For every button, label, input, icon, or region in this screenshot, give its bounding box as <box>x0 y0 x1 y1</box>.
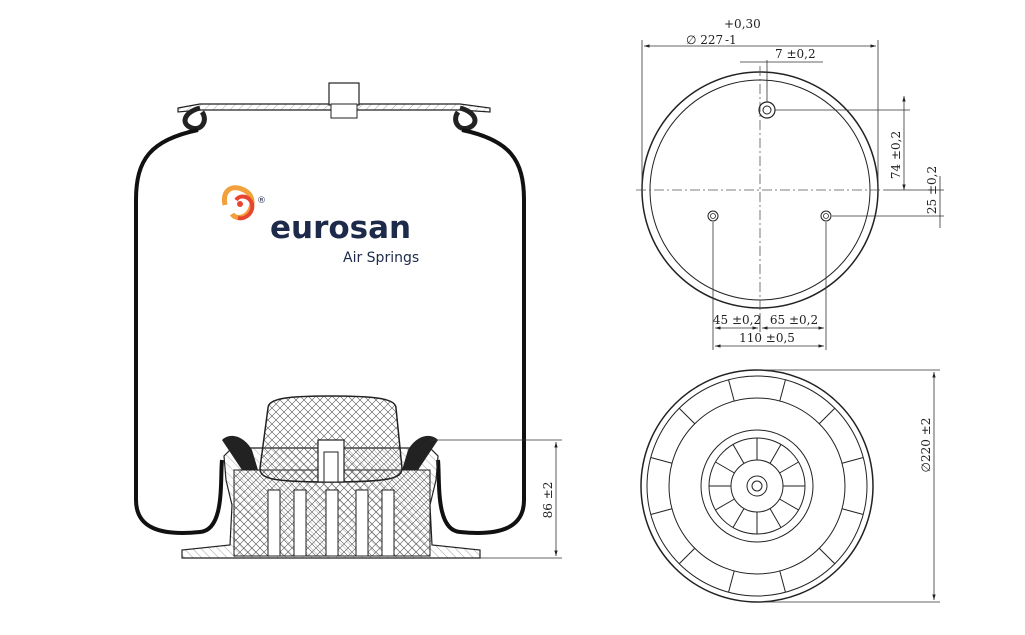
top-view: ∅ 227 +0,30 -1 7 ±0,2 74 ±0,2 25 ±0,2 45… <box>636 17 944 350</box>
top-diameter: 227 <box>700 33 723 47</box>
rib-line <box>715 461 735 474</box>
stud-hole <box>758 101 776 119</box>
rib-line <box>715 498 735 511</box>
rib-line <box>678 547 696 565</box>
brand-name: eurosan <box>270 210 411 246</box>
stud-radial-dimension: 74 ±0,2 <box>889 131 903 179</box>
bolt-radial-dimension: 25 ±0,2 <box>925 166 939 214</box>
height-dimension: 86 ±2 <box>541 482 555 519</box>
bolt-spacing-dimension: 110 ±0,5 <box>739 331 795 345</box>
eurosan-logo: ® eurosan Air Springs <box>221 185 419 266</box>
bolt-left-dimension: 45 ±0,2 <box>713 313 761 327</box>
registered-mark: ® <box>257 196 266 206</box>
bolt-hole-right <box>820 210 832 222</box>
stud-offset-dimension: 7 ±0,2 <box>775 47 816 61</box>
bottom-view: ∅220 ±2 <box>640 369 940 603</box>
top-tolerance-plus: +0,30 <box>724 17 761 31</box>
rib-line <box>818 547 836 565</box>
top-stud <box>328 82 360 106</box>
rib-line <box>841 457 864 464</box>
rib-line <box>769 508 782 528</box>
rib-line <box>769 444 782 464</box>
rib-line <box>650 457 673 464</box>
piston-ribs <box>650 379 864 593</box>
diameter-symbol: ∅ <box>686 33 696 47</box>
rib-line <box>779 570 786 593</box>
rib-line <box>732 508 745 528</box>
rib-line <box>818 407 836 425</box>
top-tolerance-minus: -1 <box>725 33 737 47</box>
bottom-diameter-dimension: ∅220 ±2 <box>919 418 933 473</box>
rib-line <box>779 379 786 402</box>
rib-line <box>678 407 696 425</box>
rib-line <box>779 461 799 474</box>
rib-line <box>728 379 735 402</box>
rib-line <box>841 508 864 515</box>
logo-mark-icon <box>221 185 255 221</box>
rib-line <box>650 508 673 515</box>
bolt-hole-left <box>707 210 719 222</box>
svg-text:∅ 227: ∅ 227 <box>686 33 723 47</box>
rib-line <box>732 444 745 464</box>
rib-line <box>779 498 799 511</box>
brand-tagline: Air Springs <box>343 250 419 266</box>
side-view: 86 ±2 <box>134 82 562 559</box>
rib-line <box>728 570 735 593</box>
bellow <box>134 128 526 535</box>
bolt-right-dimension: 65 ±0,2 <box>770 313 818 327</box>
bumper <box>259 395 403 483</box>
